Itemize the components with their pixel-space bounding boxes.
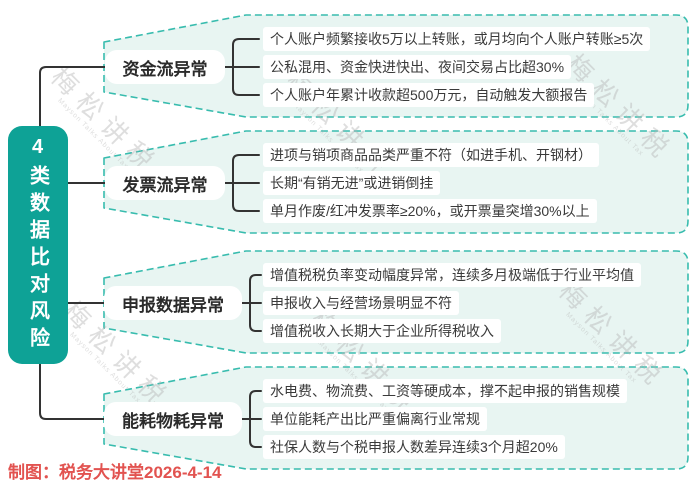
bullet-item: 增值税收入长期大于企业所得税收入 bbox=[263, 319, 501, 343]
branch2-bracket bbox=[224, 154, 260, 212]
bullet-item: 社保人数与个税申报人数差异连续3个月超20% bbox=[263, 435, 565, 459]
bullet-item: 申报收入与经营场景明显不符 bbox=[263, 291, 459, 315]
branch-label-funds: 资金流异常 bbox=[105, 50, 225, 84]
branch-label-invoice: 发票流异常 bbox=[105, 166, 225, 200]
root-topic: 4类数据比对风险 bbox=[8, 126, 68, 364]
branch1-bracket bbox=[224, 38, 260, 96]
branch-label-energy: 能耗物耗异常 bbox=[104, 402, 242, 436]
bullet-item: 个人账户频繁接收5万以上转账，或月均向个人账户转账≥5次 bbox=[263, 27, 651, 51]
bullet-item: 公私混用、资金快进快出、夜间交易占比超30% bbox=[263, 55, 572, 79]
credit-caption: 制图：税务大讲堂2026-4-14 bbox=[8, 463, 222, 482]
bullet-item: 水电费、物流费、工资等硬成本，撑不起申报的销售规模 bbox=[263, 379, 627, 403]
bullet-item: 个人账户年累计收款超500万元，自动触发大额报告 bbox=[263, 83, 595, 107]
bullet-item: 单月作废/红冲发票率≥20%，或开票量突增30%以上 bbox=[263, 199, 597, 223]
branch-label-declaration: 申报数据异常 bbox=[104, 286, 242, 320]
bullet-item: 增值税税负率变动幅度异常，连续多月极端低于行业平均值 bbox=[263, 263, 641, 287]
bullet-item: 长期“有销无进”或进销倒挂 bbox=[263, 171, 441, 195]
branch3-bracket bbox=[241, 274, 262, 332]
branch4-bracket bbox=[241, 390, 262, 448]
bullet-item: 进项与销项商品品类严重不符（如进手机、开钢材） bbox=[263, 143, 599, 167]
bullet-item: 单位能耗产出比严重偏离行业常规 bbox=[263, 407, 487, 431]
